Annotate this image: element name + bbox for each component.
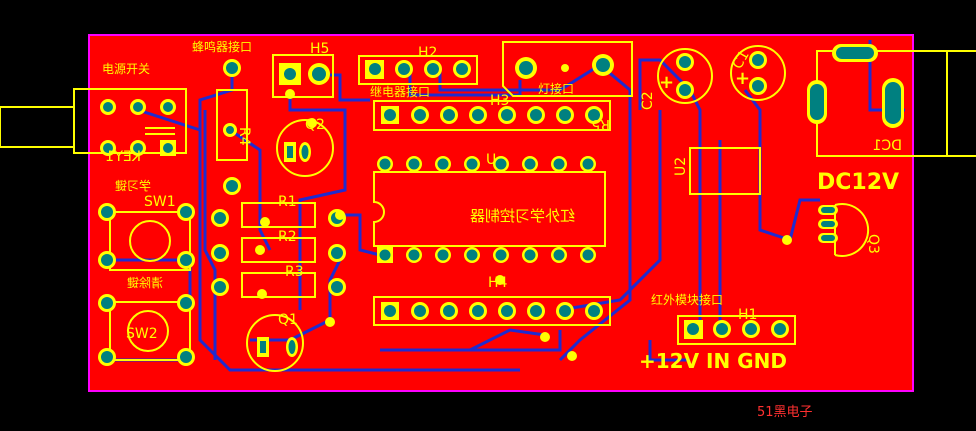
label-q3: Q3 [865, 234, 881, 254]
header-h3-pads [381, 106, 603, 124]
silk-relay-port: 继电器接口 [370, 84, 430, 99]
header-h4-outline [373, 296, 611, 326]
silk-ir-module-port: 红外模块接口 [651, 292, 723, 307]
chip-u-pads [377, 156, 596, 263]
transistor-q2 [276, 89, 334, 177]
label-h4: H4 [488, 275, 508, 291]
label-u: U [486, 152, 496, 168]
resistor-r4 [216, 59, 248, 161]
capacitor-c2 [657, 48, 713, 104]
label-h5: H5 [310, 41, 329, 57]
header-h2 [358, 55, 478, 85]
label-q2: Q2 [305, 117, 325, 133]
label-h2: H2 [418, 45, 437, 61]
label-sw2: SW2 [126, 326, 158, 342]
label-h1: H1 [738, 307, 757, 323]
label-u2: U2 [673, 157, 689, 176]
label-h3: H3 [490, 93, 509, 109]
silk-dc12v: DC12V [817, 170, 899, 195]
silk-power-pins: +12V IN GND [639, 349, 787, 373]
header-h3-outline [373, 100, 611, 131]
label-key1: KEY1 [106, 149, 142, 165]
button-sw2 [98, 294, 195, 366]
silk-light-port: 灯接口 [538, 81, 574, 96]
label-dc1: DC1 [873, 138, 902, 154]
button-sw1 [98, 203, 195, 271]
silk-chip-name: 红外学习控制器 [470, 207, 575, 225]
label-r4: R4 [236, 127, 252, 146]
board-outline [88, 34, 914, 392]
label-r3: R3 [285, 264, 304, 280]
capacitor-c1 [730, 45, 786, 101]
label-r1: R1 [278, 194, 297, 210]
header-h1 [677, 315, 796, 345]
dc-jack [807, 44, 976, 157]
label-c2: C2 [640, 91, 656, 110]
silk-learn-key: 学习键 [115, 178, 151, 193]
resistor-r2 [211, 237, 346, 263]
transistor-q3 [818, 203, 870, 257]
chip-u-outline [373, 171, 606, 247]
header-h5 [272, 54, 334, 98]
vias [223, 177, 792, 361]
label-r5: R5 [591, 116, 610, 132]
label-sw1: SW1 [144, 194, 176, 210]
regulator-u2 [689, 147, 761, 195]
label-q1: Q1 [278, 312, 298, 328]
resistor-r3 [211, 272, 346, 299]
silk-plus-c1: + [735, 68, 750, 89]
power-switch-key1 [0, 88, 187, 156]
header-h4-pads [381, 302, 603, 320]
watermark: 51黑电子 [757, 405, 813, 420]
silk-clear-key: 清除键 [127, 275, 163, 290]
transistor-q1 [246, 314, 335, 372]
silk-power-switch: 电源开关 [102, 62, 150, 76]
silk-buzzer-port: 蜂鸣器接口 [192, 39, 252, 54]
light-port [502, 41, 633, 97]
silk-plus-c2: + [659, 72, 674, 93]
label-r2: R2 [278, 229, 297, 245]
